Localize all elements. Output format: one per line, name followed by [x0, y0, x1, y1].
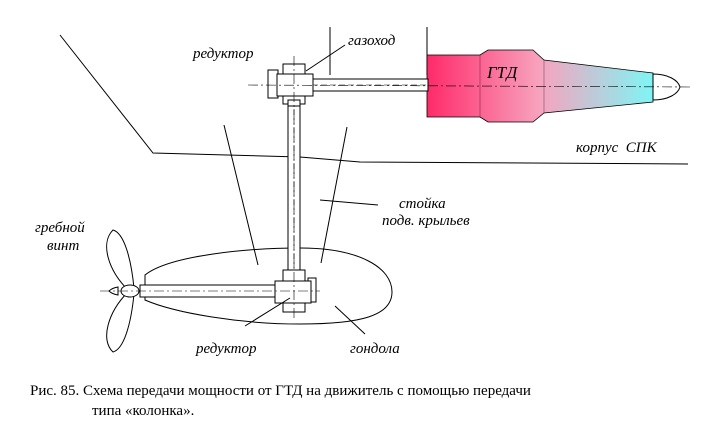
gtd-engine	[426, 49, 654, 123]
label-strut-line2: подв. крыльев	[382, 213, 470, 229]
leader-lines	[244, 44, 379, 335]
label-reducer-top: редуктор	[192, 46, 254, 62]
caption-line-2: типа «колонка».	[92, 403, 195, 419]
top-reducer	[267, 63, 314, 107]
label-propeller-line1: гребной	[35, 220, 85, 236]
label-exhaust: газоход	[348, 33, 396, 49]
label-hull: корпус СПК	[576, 140, 658, 156]
caption-line-1: Рис. 85. Схема передачи мощности от ГТД …	[30, 383, 531, 399]
figure-caption: Рис. 85. Схема передачи мощности от ГТД …	[30, 381, 710, 421]
label-gtd: ГТД	[486, 63, 519, 82]
label-propeller-line2: винт	[47, 238, 79, 254]
upper-shaft	[311, 78, 429, 92]
power-transmission-diagram: редуктор газоход ГТД корпус СПК стойка п…	[35, 27, 691, 357]
strut-outline	[223, 124, 348, 266]
gondola-body	[144, 247, 393, 325]
label-gondola: гондола	[350, 341, 400, 357]
axis-lines	[100, 56, 691, 318]
label-reducer-bottom: редуктор	[195, 341, 257, 357]
label-strut-line1: стойка	[399, 196, 446, 212]
